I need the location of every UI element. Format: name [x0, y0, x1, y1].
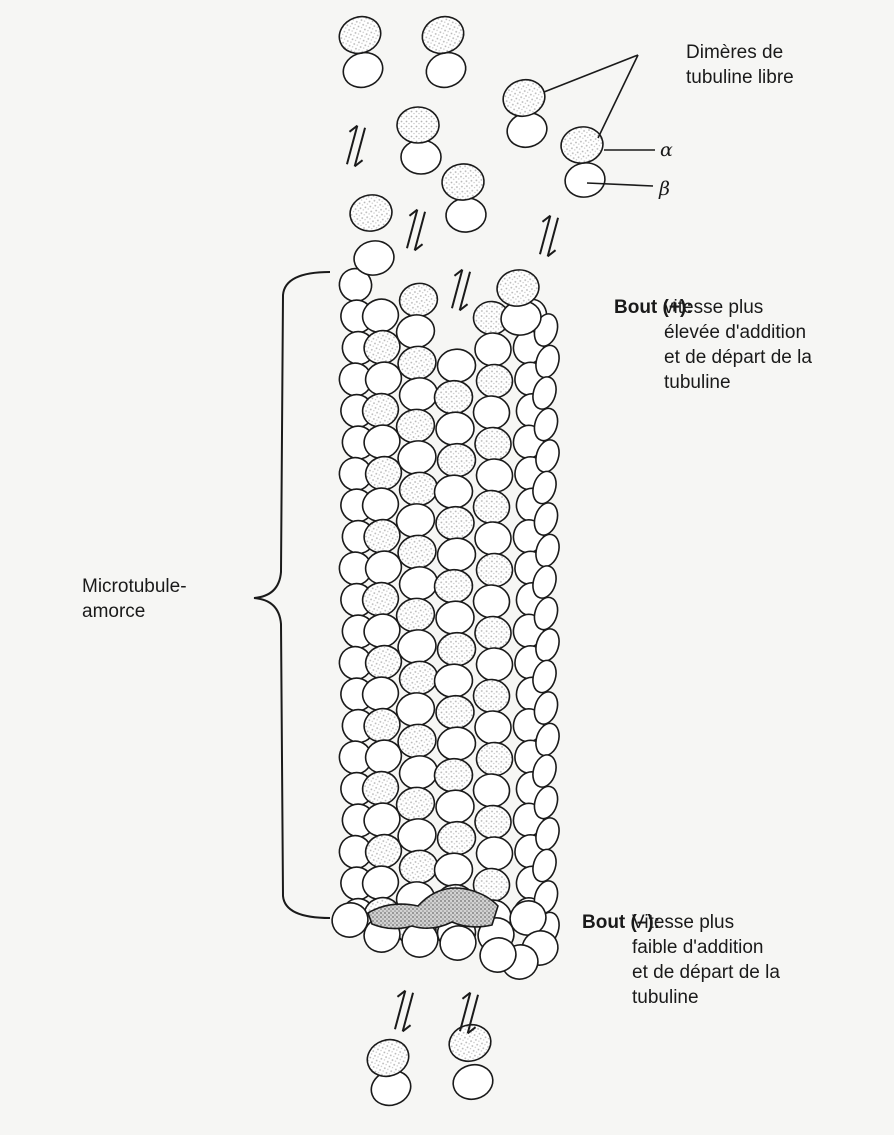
- leader-lines: [544, 55, 655, 186]
- tubulin-subunit: [474, 616, 512, 651]
- alpha-tubulin: [441, 162, 486, 202]
- tubulin-subunit: [474, 805, 512, 840]
- tubulin-subunit: [433, 757, 473, 793]
- tubulin-subunit: [397, 847, 441, 887]
- tubulin-dimer: [445, 1020, 497, 1103]
- alpha-tubulin: [334, 11, 386, 59]
- tubulin-subunit: [473, 584, 511, 619]
- primer-bracket: [254, 272, 330, 918]
- tubulin-subunit: [433, 663, 473, 699]
- tubulin-subunit: [473, 490, 511, 525]
- minus-end-text: Vitesse plus faible d'addition et de dép…: [632, 910, 780, 1010]
- tubulin-subunit: [435, 789, 475, 825]
- alpha-label: α: [660, 138, 673, 163]
- tubulin-subunit: [473, 773, 511, 808]
- tubulin-subunit: [473, 395, 511, 430]
- alpha-tubulin: [347, 192, 395, 235]
- beta-tubulin: [421, 47, 470, 93]
- tubulin-subunit: [474, 332, 512, 367]
- tubulin-subunit: [397, 753, 441, 793]
- alpha-tubulin: [417, 11, 469, 59]
- tubulin-dimer: [441, 162, 488, 233]
- tubulin-dimer: [417, 11, 470, 93]
- tubulin-subunit: [397, 469, 441, 509]
- tubulin-dimer: [334, 11, 387, 93]
- alpha-tubulin: [499, 75, 549, 121]
- tubulin-subunit: [436, 726, 476, 762]
- tubulin-subunit: [476, 458, 514, 493]
- tubulin-subunit: [397, 375, 441, 415]
- tubulin-subunit: [397, 564, 441, 604]
- tubulin-dimer: [397, 107, 441, 174]
- equilibrium-arrow: [389, 989, 419, 1033]
- tubulin-subunit: [433, 568, 473, 604]
- tubulin-dimer: [499, 75, 551, 151]
- free-dimers-label: Dimères de tubuline libre: [686, 40, 794, 90]
- tubulin-subunit: [476, 364, 514, 399]
- alpha-tubulin: [558, 124, 606, 167]
- tubulin-subunit: [474, 427, 512, 462]
- tubulin-dimer: [347, 192, 396, 279]
- tubulin-subunit: [476, 553, 514, 588]
- tubulin-subunit: [397, 280, 441, 320]
- equilibrium-arrow: [401, 208, 431, 252]
- tubulin-subunit: [433, 852, 473, 888]
- microtubule-lattice: [327, 263, 563, 984]
- primer-label: Microtubule- amorce: [82, 574, 187, 624]
- tubulin-subunit: [476, 836, 514, 871]
- leader-line-dimer-1: [544, 55, 638, 92]
- beta-tubulin: [445, 196, 488, 233]
- tubulin-subunit: [433, 474, 473, 510]
- tubulin-subunit: [474, 710, 512, 745]
- tubulin-subunit: [476, 742, 514, 777]
- tubulin-subunit: [435, 411, 475, 447]
- tubulin-subunit: [436, 631, 476, 667]
- tubulin-subunit: [474, 521, 512, 556]
- tubulin-subunit: [397, 658, 441, 698]
- tubulin-subunit: [436, 442, 476, 478]
- equilibrium-arrow: [534, 214, 564, 258]
- equilibrium-arrow: [446, 268, 476, 312]
- beta-tubulin: [338, 47, 387, 93]
- tubulin-subunit: [435, 600, 475, 636]
- tubulin-subunit: [436, 820, 476, 856]
- alpha-tubulin: [397, 107, 439, 143]
- equilibrium-arrow: [341, 124, 371, 168]
- tubulin-subunit: [436, 537, 476, 573]
- tubulin-subunit: [435, 505, 475, 541]
- tubulin-subunit: [476, 647, 514, 682]
- leader-line-dimer-2: [598, 55, 638, 138]
- beta-tubulin: [449, 1060, 496, 1103]
- beta-label: β: [659, 177, 670, 202]
- tubulin-subunit: [473, 679, 511, 714]
- tubulin-subunit: [435, 694, 475, 730]
- beta-tubulin: [401, 140, 441, 174]
- tubulin-dimer: [362, 1034, 415, 1111]
- beta-tubulin: [562, 160, 607, 200]
- tubulin-subunit: [436, 348, 476, 384]
- tubulin-subunit: [433, 379, 473, 415]
- plus-end-text: vitesse plus élevée d'addition et de dép…: [664, 295, 812, 395]
